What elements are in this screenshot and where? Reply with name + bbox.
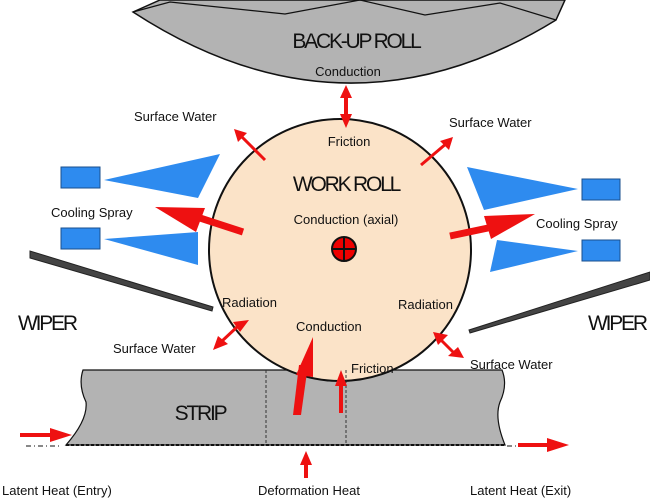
backup-roll-label: BACK-UP ROLL — [292, 30, 421, 53]
label-cooling-spray-right: Cooling Spray — [536, 216, 618, 231]
spray-nozzle-right-top — [581, 178, 621, 201]
label-radiation-left: Radiation — [222, 295, 277, 310]
spray-cone-right-bottom — [490, 240, 578, 272]
arrow-conduction-bottom — [293, 337, 313, 415]
wiper-right — [468, 271, 650, 334]
label-cooling-spray-left: Cooling Spray — [51, 205, 133, 220]
spray-cone-right-top — [467, 167, 578, 210]
wiper-right-label: WIPER — [588, 312, 648, 335]
arrow-surface-water-bottom-right — [433, 332, 464, 358]
label-conduction-top: Conduction — [315, 64, 381, 79]
strip — [64, 369, 506, 446]
spray-nozzle-left-top — [60, 166, 101, 189]
label-latent-heat-entry: Latent Heat (Entry) — [2, 483, 112, 498]
arrow-cooling-spray-left — [155, 207, 245, 236]
label-deformation-heat: Deformation Heat — [258, 483, 360, 498]
arrow-deformation-heat — [300, 451, 312, 478]
arrow-surface-water-top-left — [234, 129, 267, 162]
label-surface-water-bottom-left: Surface Water — [113, 341, 196, 356]
spray-nozzle-right-bottom — [581, 239, 621, 262]
label-surface-water-top-right: Surface Water — [449, 115, 532, 130]
spray-cone-left-top — [104, 154, 220, 198]
label-latent-heat-exit: Latent Heat (Exit) — [470, 483, 571, 498]
label-surface-water-top-left: Surface Water — [134, 109, 217, 124]
label-conduction-bottom: Conduction — [296, 319, 362, 334]
label-friction-top: Friction — [328, 134, 371, 149]
arrow-surface-water-top-right — [420, 137, 453, 167]
roll-axis-icon — [331, 236, 357, 262]
arrow-surface-water-bottom-left — [213, 320, 249, 350]
strip-label: STRIP — [175, 402, 227, 425]
label-radiation-right: Radiation — [398, 297, 453, 312]
arrow-friction-bottom — [335, 370, 347, 413]
wiper-left — [29, 250, 214, 312]
arrow-cooling-spray-right — [449, 214, 535, 240]
label-conduction-axial: Conduction (axial) — [294, 212, 399, 227]
spray-cone-left-bottom — [104, 232, 198, 265]
wiper-left-label: WIPER — [18, 312, 78, 335]
arrow-latent-heat-exit — [518, 438, 569, 452]
arrow-conduction-top — [340, 85, 352, 128]
label-surface-water-bottom-right: Surface Water — [470, 357, 553, 372]
arrow-latent-heat-entry — [20, 428, 72, 442]
spray-nozzle-left-bottom — [60, 227, 101, 250]
work-roll-label: WORK ROLL — [293, 173, 401, 196]
label-friction-bottom: Friction — [351, 361, 394, 376]
